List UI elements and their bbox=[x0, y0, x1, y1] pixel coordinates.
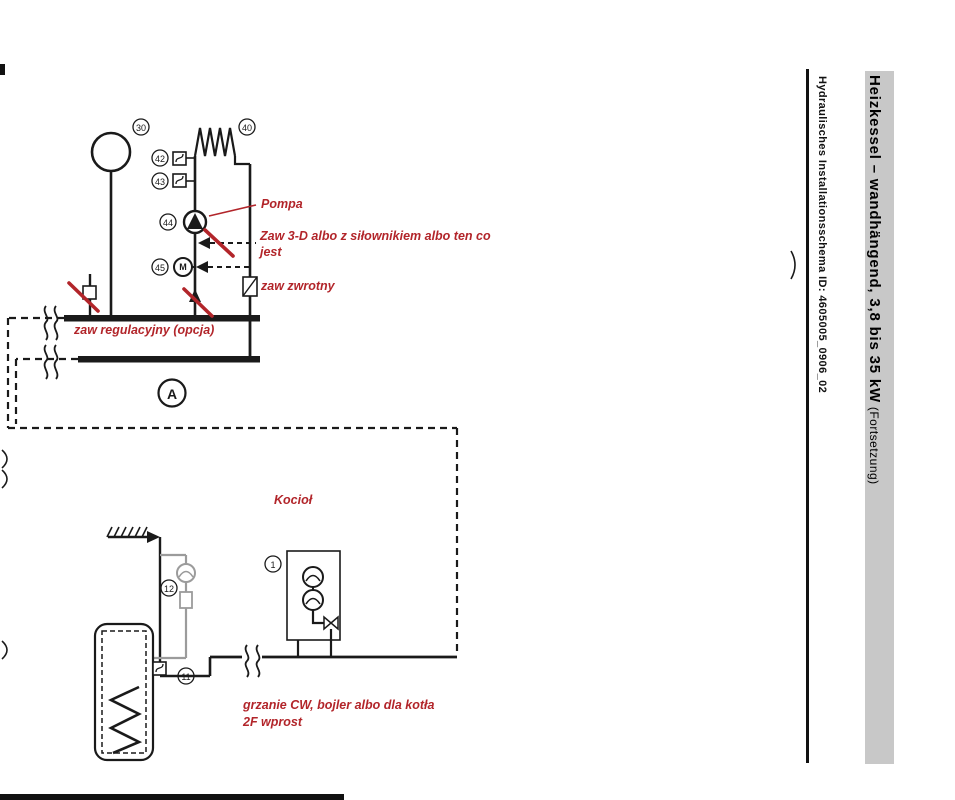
zaw-regulacyjny-label: zaw regulacyjny (opcja) bbox=[73, 323, 214, 337]
label-30-text: 30 bbox=[136, 123, 146, 133]
label-42: 42 bbox=[151, 149, 169, 167]
zaw-3d-label-line2: jest bbox=[258, 245, 282, 259]
pump-impeller-icon bbox=[178, 570, 194, 578]
label-43: 43 bbox=[151, 172, 169, 190]
pump-12 bbox=[152, 553, 196, 660]
dhw-piping bbox=[160, 655, 457, 678]
zaw-3d-label-line1: Zaw 3-D albo z siłownikiem albo ten co bbox=[259, 229, 491, 243]
edge-mark-top-left bbox=[0, 64, 5, 75]
arrow-right-icon bbox=[147, 531, 160, 543]
page-title: Heizkessel – wandhängend, 3,8 bis 35 kW bbox=[866, 75, 883, 403]
grzanie-label-line2: 2F wprost bbox=[242, 715, 303, 729]
pump-impeller-icon bbox=[305, 597, 321, 605]
cold-water-supply bbox=[106, 526, 162, 662]
arrow-left-icon bbox=[196, 261, 208, 273]
arrow-left-icon bbox=[198, 237, 210, 249]
pump-44 bbox=[182, 209, 208, 235]
label-12: 12 bbox=[160, 579, 178, 597]
expansion-vessel bbox=[90, 131, 132, 315]
label-1: 1 bbox=[264, 555, 282, 573]
mixing-valve-icon bbox=[323, 615, 339, 631]
label-40-text: 40 bbox=[242, 123, 252, 133]
schema-id-vertical-text: Hydraulisches Installationsschema ID: 46… bbox=[816, 76, 828, 394]
pump-rotor-icon bbox=[187, 213, 203, 229]
bottom-edge-bar bbox=[0, 794, 344, 800]
label-44-text: 44 bbox=[163, 218, 173, 228]
zaw-3d-arrow bbox=[198, 237, 256, 249]
title-strip: Heizkessel – wandhängend, 3,8 bis 35 kW … bbox=[865, 71, 894, 764]
label-45: 45 bbox=[151, 258, 169, 276]
label-12-text: 12 bbox=[164, 584, 174, 594]
sensor-11 bbox=[152, 661, 167, 676]
page-edge-marks bbox=[1, 250, 796, 660]
motor-m-label: M bbox=[179, 262, 187, 272]
section-a-label: A bbox=[167, 386, 177, 402]
storage-tank bbox=[93, 622, 155, 762]
grzanie-label-line1: grzanie CW, bojler albo dla kotła bbox=[242, 698, 435, 712]
sensor-43 bbox=[172, 173, 195, 188]
pompa-label: Pompa bbox=[261, 197, 303, 211]
section-a-marker: A bbox=[157, 378, 187, 408]
label-43-text: 43 bbox=[155, 177, 165, 187]
shutoff-valve bbox=[82, 274, 97, 315]
motor-valve-45: M bbox=[173, 257, 250, 277]
flow-pipe bbox=[193, 156, 252, 315]
component-box-1 bbox=[286, 550, 341, 657]
dashed-boiler-loop bbox=[6, 316, 459, 655]
label-1-text: 1 bbox=[270, 560, 275, 570]
label-45-text: 45 bbox=[155, 263, 165, 273]
kociol-label: Kocioł bbox=[274, 493, 313, 507]
label-30: 30 bbox=[132, 118, 150, 136]
zaw-zwrotny-label: zaw zwrotny bbox=[260, 279, 336, 293]
manifold-bars bbox=[64, 315, 260, 363]
pompa-pointer-line bbox=[208, 204, 257, 217]
sensor-42 bbox=[172, 151, 195, 166]
check-valve bbox=[242, 276, 258, 297]
label-40: 40 bbox=[238, 118, 256, 136]
heat-exchanger-coil bbox=[193, 127, 250, 166]
label-44: 44 bbox=[159, 213, 177, 231]
vertical-divider-line bbox=[806, 69, 809, 763]
pipe-break-marks bbox=[43, 305, 59, 380]
label-42-text: 42 bbox=[155, 154, 165, 164]
tank-coil-icon bbox=[108, 685, 143, 755]
pipe-break-bottom bbox=[242, 644, 262, 678]
pump-impeller-icon bbox=[305, 574, 321, 582]
page-subtitle: (Fortsetzung) bbox=[867, 402, 881, 485]
strike-marks bbox=[67, 228, 235, 318]
